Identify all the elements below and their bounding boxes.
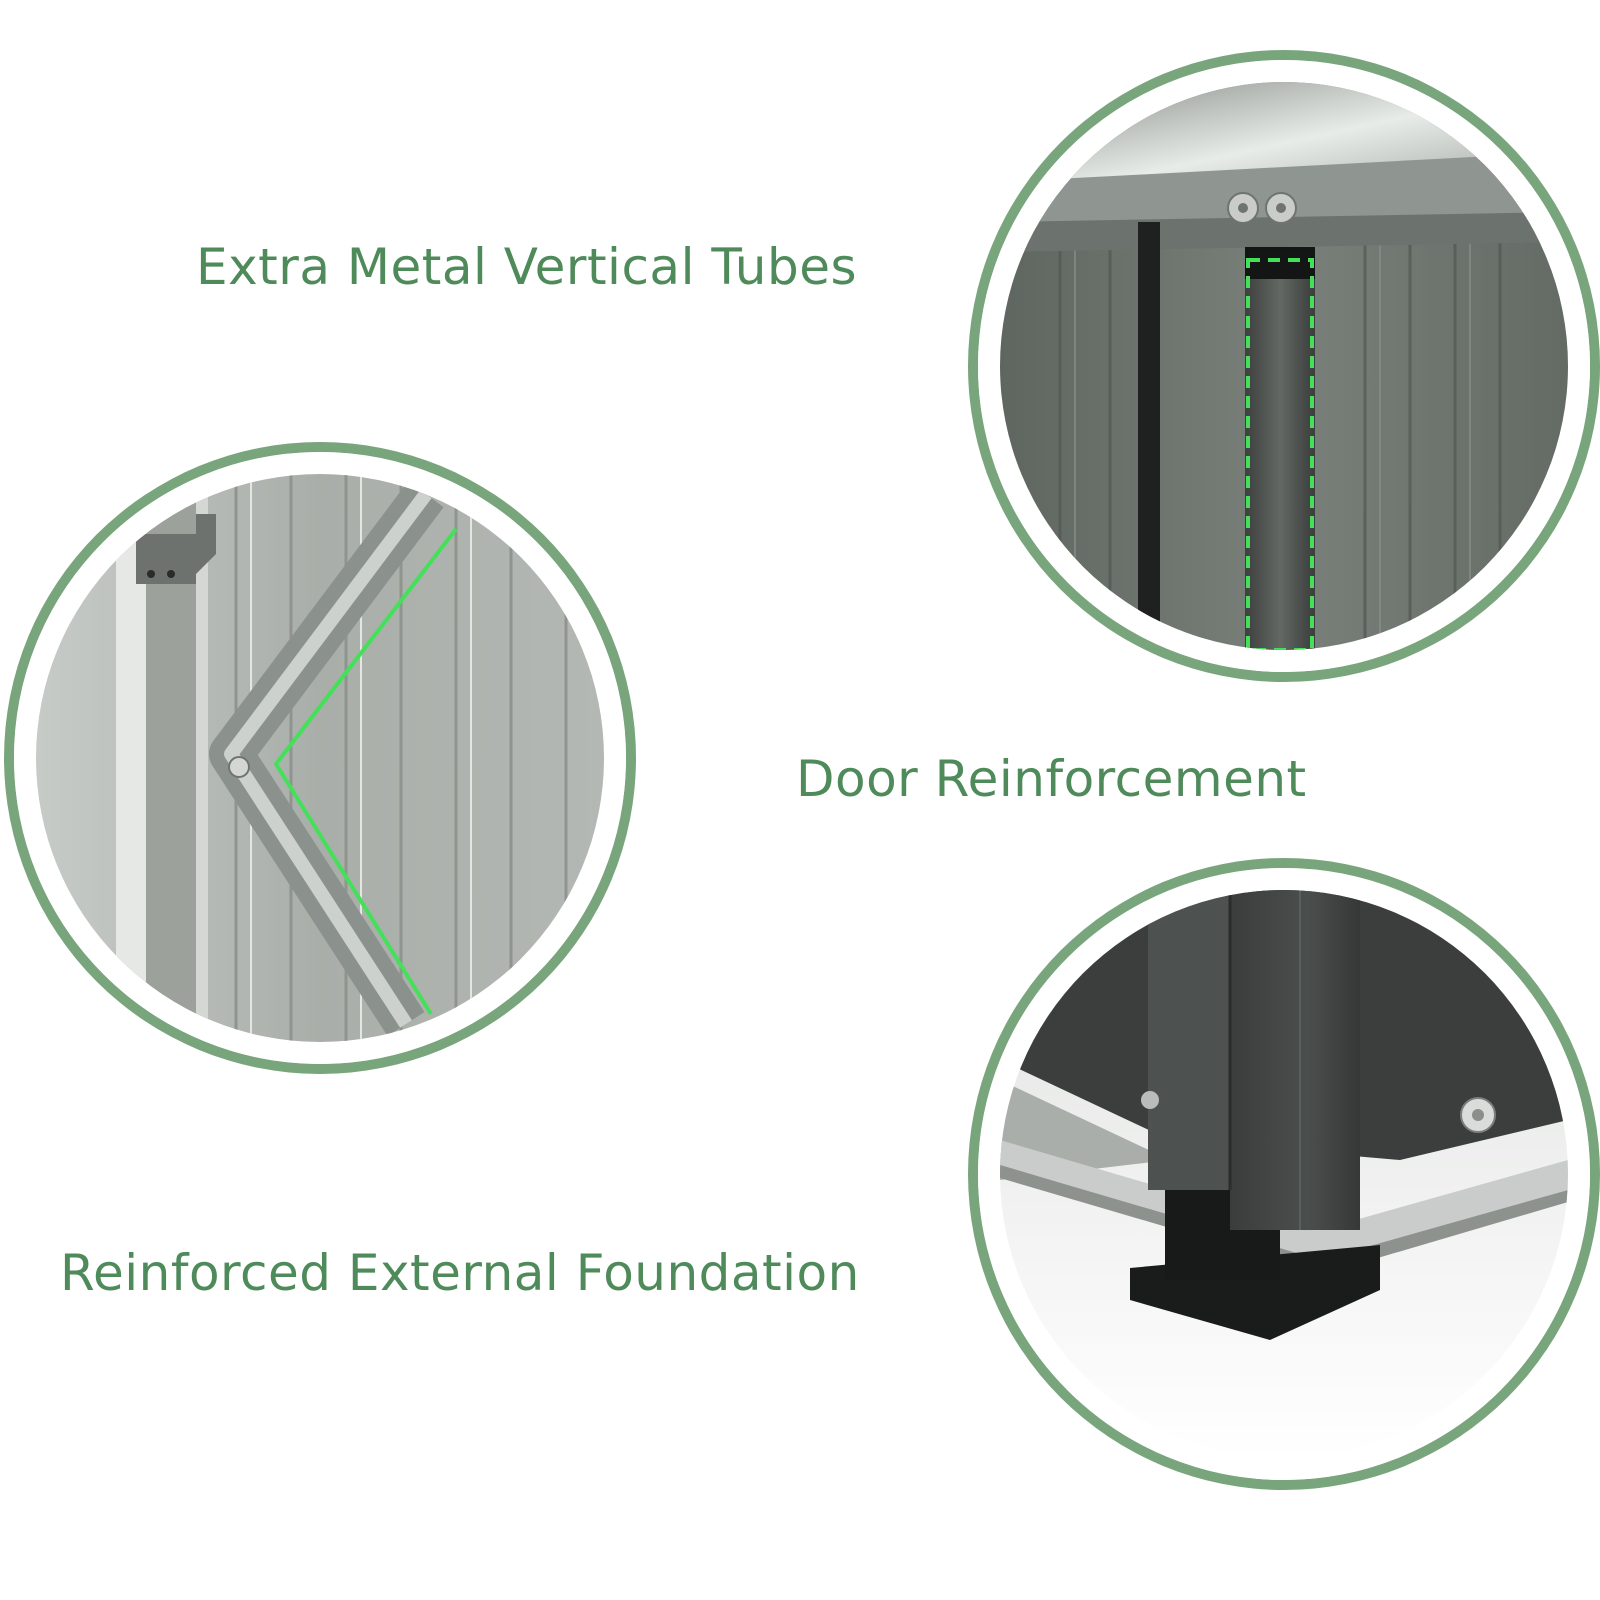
hex-bolt-icon	[1227, 192, 1259, 224]
door-reinforcement-detail-photo	[14, 452, 626, 1064]
vertical-tube-illustration	[1000, 82, 1568, 650]
caption-door-reinforcement: Door Reinforcement	[796, 750, 1307, 808]
caption-reinforced-external-foundation: Reinforced External Foundation	[60, 1244, 860, 1302]
hex-bolt-icon	[228, 756, 250, 778]
corner-bracket-icon	[136, 514, 216, 584]
caption-extra-metal-vertical-tubes: Extra Metal Vertical Tubes	[196, 238, 858, 296]
hex-bolt-icon	[1141, 1091, 1159, 1109]
vertical-tube-detail-photo	[978, 60, 1590, 672]
door-brace-illustration	[36, 474, 604, 1042]
foundation-illustration	[1000, 890, 1568, 1458]
hex-bolt-icon	[1460, 1097, 1496, 1133]
hex-bolt-icon	[1265, 192, 1297, 224]
foundation-detail-photo	[978, 868, 1590, 1480]
